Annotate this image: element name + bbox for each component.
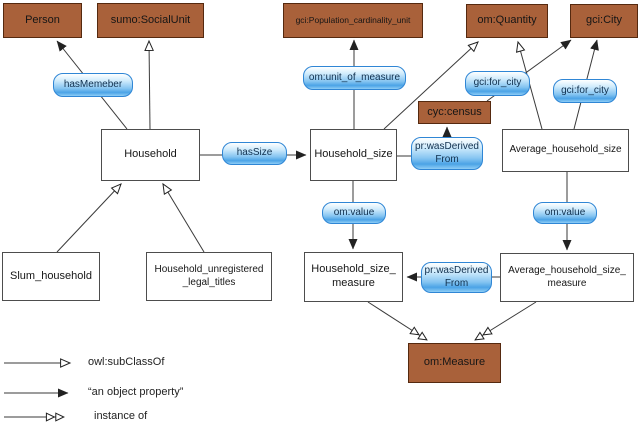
legend-label-2: instance of xyxy=(94,410,148,422)
edge-slum-to-household xyxy=(56,183,122,253)
entity-slum-household[interactable]: Slum_household xyxy=(2,252,100,301)
class-cyc-census-label: cyc:census xyxy=(427,105,482,118)
property-om-value-left[interactable]: om:value xyxy=(322,202,386,224)
class-om-quantity[interactable]: om:Quantity xyxy=(466,4,548,38)
property-hasmemeber-label: hasMemeber xyxy=(63,78,123,90)
edge-household-to-socialunit xyxy=(144,39,154,130)
entity-average-household-size-measure-label: measure xyxy=(547,277,587,289)
entity-household[interactable]: Household xyxy=(101,129,200,181)
entity-household-size-measure-label: measure xyxy=(332,277,375,289)
property-pr-wasderivedfrom-bottom-label: pr:wasDerived xyxy=(424,265,489,276)
property-gci-for-city-right[interactable]: gci:for_city xyxy=(553,79,617,103)
class-gci-city-label: gci:City xyxy=(585,14,623,27)
edge-size-measure-instanceof-om-measure xyxy=(367,301,428,341)
class-om-measure-label: om:Measure xyxy=(423,356,486,369)
entity-household-label: Household xyxy=(124,148,177,161)
entity-average-household-size-measure[interactable]: Average_household_size_measure xyxy=(500,253,634,302)
entity-household-size[interactable]: Household_size xyxy=(310,129,397,181)
edge-unregistered-to-household xyxy=(162,182,205,253)
entity-household-size-measure[interactable]: Household_size_measure xyxy=(304,252,403,302)
entity-average-household-size-label: Average_household_size xyxy=(509,144,622,156)
property-om-value-right-label: om:value xyxy=(544,206,586,218)
entity-household-unregistered-legal-titles-label: Household_unregistered xyxy=(154,264,264,275)
property-hassize-label: hasSize xyxy=(236,147,273,159)
property-hasmemeber[interactable]: hasMemeber xyxy=(53,73,133,97)
class-om-measure[interactable]: om:Measure xyxy=(408,343,501,383)
entity-household-size-label: Household_size xyxy=(314,148,393,161)
class-gci-population-cardinality-unit-label: gci:Population_cardinality_unit xyxy=(295,15,411,26)
property-gci-for-city-right-label: gci:for_city xyxy=(561,84,609,96)
property-gci-for-city-left[interactable]: gci:for_city xyxy=(465,71,530,96)
class-cyc-census[interactable]: cyc:census xyxy=(418,101,491,124)
entity-household-unregistered-legal-titles[interactable]: Household_unregistered_legal_titles xyxy=(146,252,272,301)
property-pr-wasderivedfrom-top-label: From xyxy=(435,153,459,165)
property-pr-wasderivedfrom-bottom-label: From xyxy=(444,277,469,289)
class-gci-population-cardinality-unit[interactable]: gci:Population_cardinality_unit xyxy=(283,3,423,38)
property-om-unit-of-measure[interactable]: om:unit_of_measure xyxy=(303,66,406,90)
class-om-quantity-label: om:Quantity xyxy=(477,14,537,27)
class-gci-city[interactable]: gci:City xyxy=(570,4,638,38)
property-pr-wasderivedfrom-top-label: pr:wasDerived xyxy=(415,141,479,152)
class-person[interactable]: Person xyxy=(3,3,82,38)
legend-label-0: owl:subClassOf xyxy=(88,356,165,368)
property-om-unit-of-measure-label: om:unit_of_measure xyxy=(308,71,401,83)
entity-average-household-size-measure-label: Average_household_size_ xyxy=(508,265,626,276)
property-om-value-right[interactable]: om:value xyxy=(533,202,597,224)
edge-average-size-to-om-quantity xyxy=(515,40,543,130)
property-gci-for-city-left-label: gci:for_city xyxy=(473,77,522,89)
class-sumo-socialunit-label: sumo:SocialUnit xyxy=(110,13,191,26)
entity-household-unregistered-legal-titles-label: _legal_titles xyxy=(182,276,236,288)
edge-average-measure-instanceof-om-measure xyxy=(474,301,537,341)
class-person-label: Person xyxy=(25,13,60,26)
property-hassize[interactable]: hasSize xyxy=(222,142,287,165)
class-sumo-socialunit[interactable]: sumo:SocialUnit xyxy=(97,3,204,38)
legend-label-1: “an object property” xyxy=(88,386,184,398)
property-om-value-left-label: om:value xyxy=(333,206,375,218)
entity-household-size-measure-label: Household_size_ xyxy=(311,263,396,276)
entity-slum-household-label: Slum_household xyxy=(10,269,92,282)
edge-household-size-to-om-quantity xyxy=(383,41,479,130)
entity-average-household-size[interactable]: Average_household_size xyxy=(502,129,629,172)
